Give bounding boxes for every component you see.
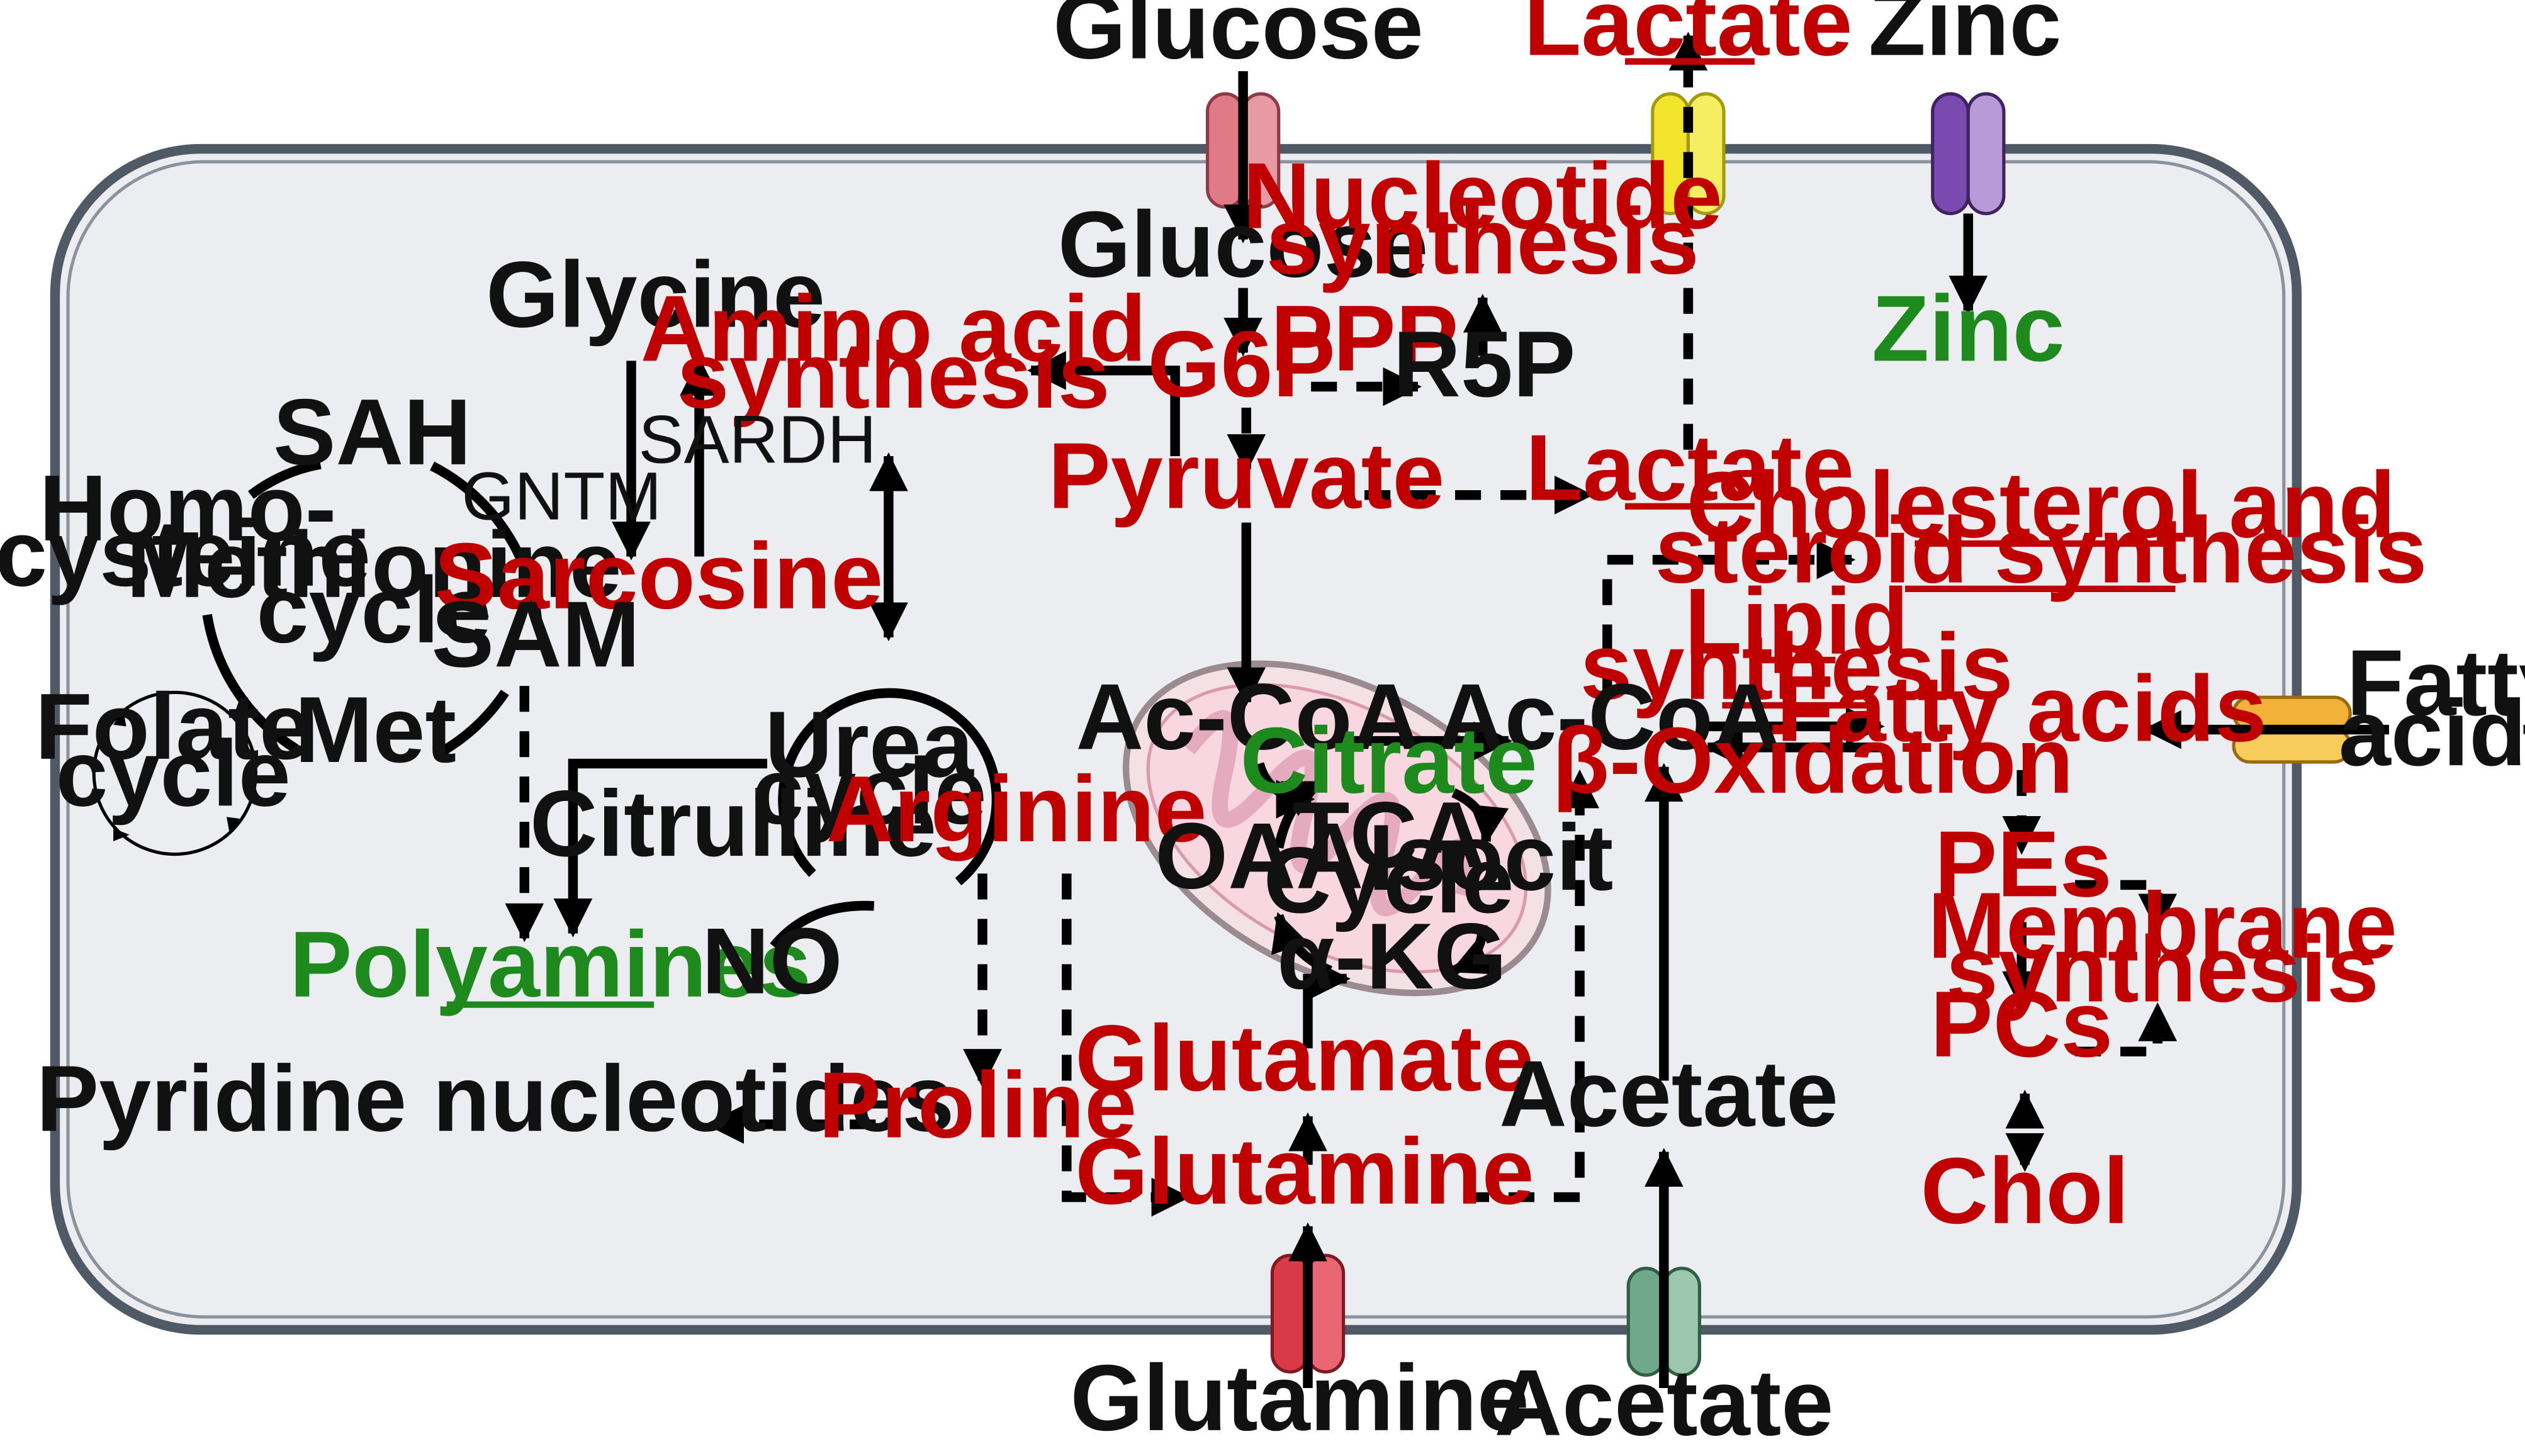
- no-label: NO: [702, 909, 843, 1014]
- arrow-acoa-cholesterol: [1602, 540, 1856, 696]
- nucleotide-synthesis-label-1: Nucleotide: [1243, 143, 1723, 249]
- folate-arrow-2: [227, 817, 240, 835]
- acetate-outside-label: Acetate: [1494, 1350, 1833, 1455]
- arrow-citrate-isocit: [1451, 788, 1509, 846]
- citrate-label: Citrate: [1240, 708, 1537, 813]
- pyruvate-label: Pyruvate: [1048, 423, 1444, 528]
- arrow-pcs-membrane: [2075, 1002, 2178, 1056]
- beta-oxidation-label: β-Oxidation: [1552, 708, 2073, 813]
- arrow-pes-membrane: [2075, 880, 2178, 932]
- glutamine-outside-label: Glutamine: [1071, 1345, 1529, 1450]
- zinc-outside-label: Zinc: [1869, 0, 2062, 75]
- arrow-akg-oaa: [1271, 912, 1333, 975]
- gntm-label: GNTM: [461, 457, 661, 534]
- pyridine-nucleotides-label: Pyridine nucleotides: [37, 1046, 955, 1151]
- sah-label: SAH: [273, 379, 471, 484]
- membrane-synthesis-label-2: synthesis: [1946, 917, 2379, 1022]
- arrow-g6p-amino-acid: [1027, 350, 1180, 457]
- homocysteine-label-2: cysteine: [0, 501, 371, 606]
- arrow-urea-polyamines: [553, 758, 768, 938]
- tca-cycle-label-2: Cycle: [1264, 827, 1514, 932]
- cholesterol-synthesis-label-2: steroid synthesis: [1655, 498, 2427, 603]
- homocysteine-label-1: Homo-: [39, 456, 336, 561]
- oaa-label: OAA: [1155, 804, 1363, 909]
- pes-label: PEs: [1935, 811, 2112, 916]
- urea-cycle-arc: [778, 688, 1002, 886]
- arrow-glutamine-acoa: [1463, 769, 1599, 1202]
- membrane-synthesis-label-1: Membrane: [1928, 873, 2397, 978]
- fatty-acids-inside-label: Fatty acids: [1777, 656, 2267, 761]
- g6p-label: G6P: [1147, 311, 1335, 417]
- methionine-cycle-arc-left: [202, 613, 299, 753]
- folate-cycle-ring: [92, 690, 257, 856]
- glutamine-inside-label: Glutamine: [1075, 1119, 1534, 1224]
- zinc-inside-label: Zinc: [1872, 276, 2065, 381]
- sam-label: SAM: [432, 581, 640, 686]
- cholesterol-synthesis-label-1: Cholesterol and: [1687, 452, 2396, 557]
- isocit-label: Isocit: [1368, 805, 1614, 910]
- lipid-synthesis-label-1: Lipid: [1685, 569, 1909, 674]
- lipid-synthesis-label-2: synthesis: [1580, 614, 2013, 719]
- r5p-label: R5P: [1393, 311, 1575, 417]
- amino-acid-synthesis-label-1: Amino acid: [641, 276, 1147, 381]
- glucose-outside-label: Glucose: [1053, 0, 1424, 79]
- lactate-inside-label: Lactate: [1526, 415, 1854, 520]
- acoa-mito-label: Ac-CoA: [1076, 664, 1420, 769]
- glutamate-label: Glutamate: [1075, 1005, 1534, 1111]
- lactate-transporter-icon: [1651, 92, 1726, 215]
- urea-cycle-label-2: cycle: [751, 739, 986, 844]
- akg-label: α-KG: [1277, 904, 1507, 1009]
- citrulline-label: Citrulline: [530, 771, 936, 876]
- lactate-outside-label: Lactate: [1524, 0, 1852, 75]
- folate-arrow-1: [113, 708, 127, 727]
- methionine-cycle-arc-right: [430, 461, 543, 624]
- met-label: Met: [295, 677, 456, 782]
- proline-label: Proline: [819, 1053, 1137, 1158]
- acoa-cyto-label: Ac-CoA: [1437, 664, 1781, 769]
- arginine-label: Arginine: [826, 756, 1207, 861]
- folate-cycle-label-2: cycle: [56, 720, 291, 826]
- arrow-glutamate-akg: [1303, 959, 1351, 1049]
- zinc-transporter-icon: [1931, 92, 2006, 215]
- urea-cycle-label-1: Urea: [765, 692, 974, 797]
- acetate-inside-label: Acetate: [1499, 1041, 1838, 1146]
- arrow-arginine-glutamine: [1062, 873, 1191, 1217]
- chol-label: Chol: [1921, 1138, 2129, 1243]
- methionine-cycle-label-2: cycle: [256, 557, 491, 663]
- polyamines-label: Polyamines: [290, 912, 811, 1017]
- amino-acid-synthesis-label-2: synthesis: [677, 323, 1110, 428]
- glucose-inside-label: Glucose: [1058, 192, 1429, 297]
- fatty-acids-outside-label-2: acids: [2339, 680, 2525, 785]
- arrow-isocit-akg: [1449, 925, 1493, 975]
- sardh-label: SARDH: [639, 401, 877, 477]
- arrow-oaa-citrate: [1274, 778, 1325, 849]
- folate-arrow-3: [113, 828, 130, 841]
- ppp-label: PPP: [1271, 286, 1458, 391]
- glycine-label: Glycine: [486, 242, 825, 347]
- sarcosine-label: Sarcosine: [434, 524, 883, 629]
- urea-cycle-no-arc: [770, 900, 875, 950]
- mitochondrion-icon: [1122, 660, 1551, 997]
- methionine-cycle-label-1: Methionine: [127, 512, 622, 617]
- nucleotide-synthesis-label-2: synthesis: [1266, 189, 1699, 294]
- methionine-cycle-arc-bottom: [441, 690, 509, 755]
- methionine-cycle-arc-top: [247, 459, 322, 499]
- pcs-label: PCs: [1930, 972, 2113, 1077]
- folate-cycle-label-1: Folate: [35, 674, 312, 779]
- tca-cycle-label-1: TCA: [1292, 782, 1485, 887]
- fatty-acids-outside-label-1: Fatty: [2346, 630, 2525, 735]
